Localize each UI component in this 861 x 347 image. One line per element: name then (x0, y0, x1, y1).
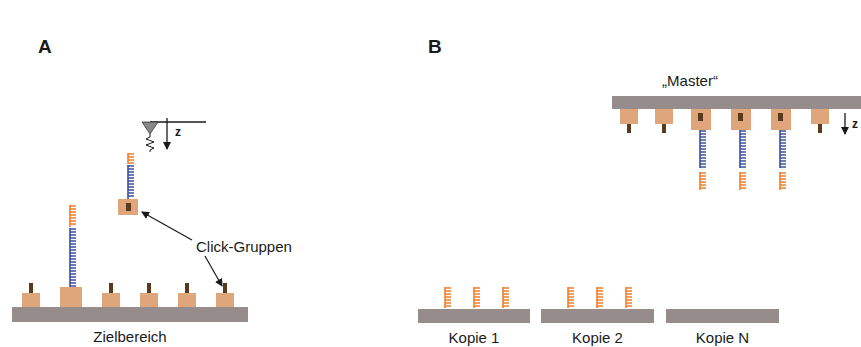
strand (70, 205, 76, 227)
strand (70, 228, 76, 287)
dna-strands (70, 130, 786, 308)
substrate-bar: Kopie N (666, 309, 779, 323)
axis-label: z (852, 117, 858, 131)
bar-label: Kopie N (696, 329, 749, 347)
strand (740, 172, 746, 190)
master-blocks (620, 109, 845, 134)
strand (740, 130, 746, 168)
strand (474, 287, 480, 308)
bar-label: Kopie 1 (449, 329, 500, 347)
strand (568, 287, 574, 308)
axis-label: z (175, 125, 181, 139)
afm-cantilever (142, 118, 206, 152)
bar-label: Kopie 2 (572, 329, 623, 347)
strand (128, 153, 134, 164)
strand (503, 287, 509, 308)
strand (700, 172, 706, 190)
strand (445, 287, 451, 308)
strand (780, 130, 786, 168)
strand (626, 287, 632, 308)
substrate-bar: Kopie 1 (418, 309, 530, 323)
panel-letter: B (428, 36, 442, 58)
strand (780, 172, 786, 190)
callout-text: Click-Gruppen (196, 238, 292, 255)
panel-letter: A (38, 36, 52, 58)
substrate-bar: Kopie 2 (541, 309, 654, 323)
strand (128, 165, 134, 199)
bar-label: Zielbereich (93, 328, 166, 346)
bar-label: „Master“ (662, 72, 718, 90)
strand (700, 130, 706, 168)
substrate-bar: Zielbereich (12, 307, 248, 322)
substrate-bar: „Master“ (612, 96, 861, 109)
strand (597, 287, 603, 308)
